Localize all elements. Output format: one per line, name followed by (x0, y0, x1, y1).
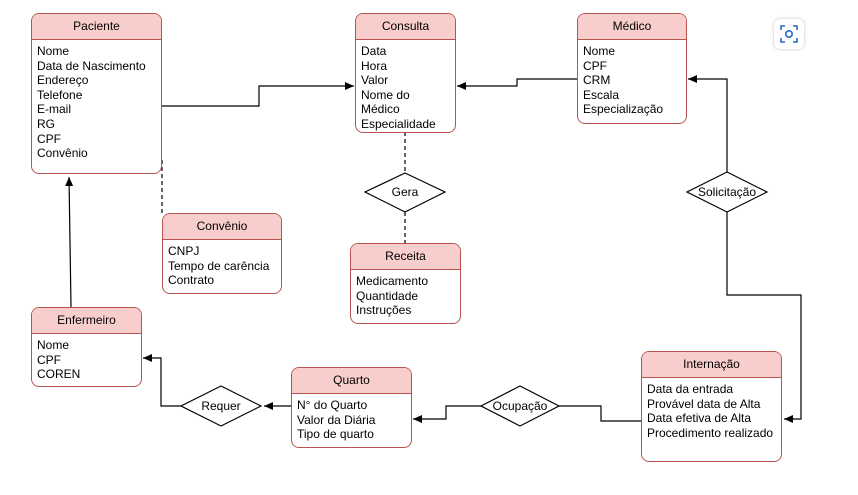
attribute: Tempo de carência (168, 258, 270, 273)
attribute: Provável data de Alta (647, 396, 761, 411)
attribute: CPF (37, 352, 61, 367)
attribute: E-mail (37, 102, 72, 117)
attribute: CNPJ (168, 244, 200, 258)
relationship-gera-shape[interactable] (363, 172, 447, 213)
entity-receita[interactable]: Receita Medicamento Quantidade Instruçõe… (350, 243, 461, 324)
attribute: Procedimento realizado (647, 425, 774, 440)
entity-quarto[interactable]: Quarto N° do Quarto Valor da Diária Tipo… (291, 367, 412, 448)
entity-paciente[interactable]: Paciente Nome Data de Nascimento Endereç… (31, 13, 162, 174)
attribute: Data efetiva de Alta (647, 411, 752, 426)
entity-attributes: Data da entrada Provável data de Alta Da… (642, 378, 781, 444)
entity-attributes: Data Hora Valor Nome do Médico Especiali… (356, 40, 455, 132)
edge-ocupacao-quarto (413, 405, 481, 423)
entity-title: Internação (642, 352, 781, 378)
attribute: CPF (583, 58, 607, 73)
entity-consulta[interactable]: Consulta Data Hora Valor Nome do Médico … (355, 13, 456, 133)
attribute: Médico (361, 102, 400, 117)
attribute: Endereço (37, 73, 89, 88)
attribute: Nome (37, 338, 70, 352)
entity-title: Paciente (32, 14, 161, 40)
attribute: RG (37, 116, 55, 131)
entity-attributes: Nome CPF CRM Escala Especialização (578, 40, 686, 121)
entity-attributes: CNPJ Tempo de carência Contrato (163, 240, 281, 292)
entity-title: Quarto (292, 368, 411, 394)
attribute: Contrato (168, 273, 215, 288)
edge-solicitacao-internacao (726, 212, 802, 423)
edge-medico-consulta (457, 78, 577, 90)
focus-button[interactable] (774, 19, 804, 49)
entity-title: Receita (351, 244, 460, 270)
attribute: Quantidade (356, 288, 419, 303)
entity-attributes: Medicamento Quantidade Instruções (351, 270, 460, 322)
entity-title: Consulta (356, 14, 455, 40)
relationship-requer-shape[interactable] (179, 385, 263, 427)
edge-enfermeiro-paciente (65, 176, 74, 308)
attribute: COREN (37, 367, 81, 382)
entity-title: Médico (578, 14, 686, 40)
attribute: Data (361, 44, 387, 58)
attribute: Valor (361, 73, 389, 88)
entity-attributes: Nome CPF COREN (32, 334, 141, 386)
relationship-requer-label: Requer (201, 399, 241, 413)
attribute: Data de Nascimento (37, 58, 146, 73)
attribute: Hora (361, 58, 388, 73)
entity-medico[interactable]: Médico Nome CPF CRM Escala Especializaçã… (577, 13, 687, 124)
relationship-ocupacao-label: Ocupação (492, 399, 548, 413)
attribute: Especialidade (361, 116, 436, 131)
relationship-gera-label: Gera (391, 185, 419, 199)
entity-attributes: N° do Quarto Valor da Diária Tipo de qua… (292, 394, 411, 446)
edge-requer-enfermeiro (143, 354, 181, 407)
relationship-solicitacao-shape[interactable] (685, 171, 769, 213)
edge-internacao-ocupacao (559, 405, 641, 422)
entity-attributes: Nome Data de Nascimento Endereço Telefon… (32, 40, 161, 165)
attribute: Data da entrada (647, 382, 734, 396)
attribute: Tipo de quarto (297, 427, 374, 442)
attribute: Convênio (37, 146, 88, 161)
relationship-ocupacao-shape[interactable] (479, 385, 561, 427)
entity-title: Enfermeiro (32, 308, 141, 334)
entity-title: Convênio (163, 214, 281, 240)
entity-enfermeiro[interactable]: Enfermeiro Nome CPF COREN (31, 307, 142, 387)
attribute: Nome (37, 44, 70, 58)
attribute: CPF (37, 131, 61, 146)
edge-paciente-consulta (162, 82, 354, 107)
entity-convenio[interactable]: Convênio CNPJ Tempo de carência Contrato (162, 213, 282, 294)
attribute: Nome (583, 44, 616, 58)
focus-icon (780, 25, 798, 43)
attribute: Medicamento (356, 274, 429, 288)
entity-internacao[interactable]: Internação Data da entrada Provável data… (641, 351, 782, 462)
attribute: CRM (583, 73, 611, 88)
edge-solicitacao-medico (688, 75, 728, 172)
attribute: Especialização (583, 102, 664, 117)
attribute: Instruções (356, 303, 412, 318)
attribute: Valor da Diária (297, 412, 376, 427)
attribute: N° do Quarto (297, 398, 368, 412)
relationship-solicitacao-label: Solicitação (697, 185, 757, 199)
attribute: Telefone (37, 87, 83, 102)
attribute: Escala (583, 87, 620, 102)
attribute: Nome do (361, 87, 410, 102)
